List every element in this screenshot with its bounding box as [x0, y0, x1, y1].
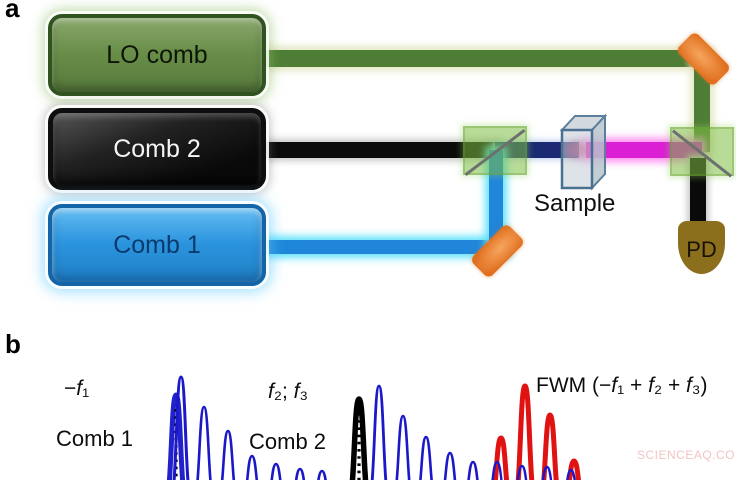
beam-combiner-icon	[670, 127, 734, 176]
comb-1-box-label: Comb 1	[113, 230, 201, 259]
fwm-label: FWM (−f₁ + f₂ + f₃)	[536, 374, 708, 397]
comb-2-box-label: Comb 2	[113, 134, 201, 163]
sample-label: Sample	[534, 190, 616, 217]
lo-comb-box: LO comb	[48, 9, 278, 96]
panel-a-label: a	[5, 0, 20, 23]
comb-1-box: Comb 1	[48, 199, 278, 286]
minus-f1-label: −f₁	[64, 377, 90, 400]
comb-peak	[566, 468, 576, 480]
comb-peak	[419, 435, 433, 480]
comb-2-spectrum-label: Comb 2	[249, 429, 327, 454]
comb-peak	[294, 467, 306, 480]
sample-cuvette-icon	[559, 113, 608, 191]
comb2-beam	[261, 142, 497, 158]
mirror-bottom-icon	[469, 223, 526, 279]
comb-peak	[172, 375, 190, 480]
comb-peak	[196, 405, 212, 480]
photodetector: PD	[678, 221, 725, 274]
comb-peak	[541, 465, 553, 480]
comb-spectrum-svg	[166, 375, 581, 480]
comb-peak	[220, 429, 236, 480]
comb-peak	[541, 412, 559, 480]
comb1-beam	[261, 240, 507, 254]
comb-peak	[567, 458, 581, 480]
watermark: SCIENCEAQ.COM	[637, 448, 736, 462]
comb-peak	[270, 462, 282, 480]
comb-peak	[443, 451, 457, 480]
comb-peak	[317, 469, 327, 480]
panel-b-label: b	[5, 329, 21, 359]
pd-label: PD	[686, 236, 717, 262]
comb-peak	[349, 396, 369, 480]
comb-peak	[370, 384, 388, 480]
beam-splitter-icon	[463, 126, 527, 175]
comb-peak	[395, 414, 411, 480]
comb1-beam-vertical	[489, 150, 503, 252]
mirror-top-icon	[675, 31, 732, 87]
comb-peak	[467, 460, 479, 480]
comb-peak	[245, 454, 259, 480]
comb-peak	[492, 435, 510, 480]
comb-2-box: Comb 2	[48, 104, 277, 190]
comb-peak	[516, 464, 528, 480]
comb-1-spectrum-label: Comb 1	[56, 426, 134, 451]
comb-peak	[491, 460, 503, 480]
f2-f3-label: f₂; f₃	[268, 380, 309, 403]
lo-beam-horizontal	[263, 50, 711, 67]
lo-comb-box-label: LO comb	[106, 40, 208, 69]
comb-peak	[515, 383, 535, 480]
